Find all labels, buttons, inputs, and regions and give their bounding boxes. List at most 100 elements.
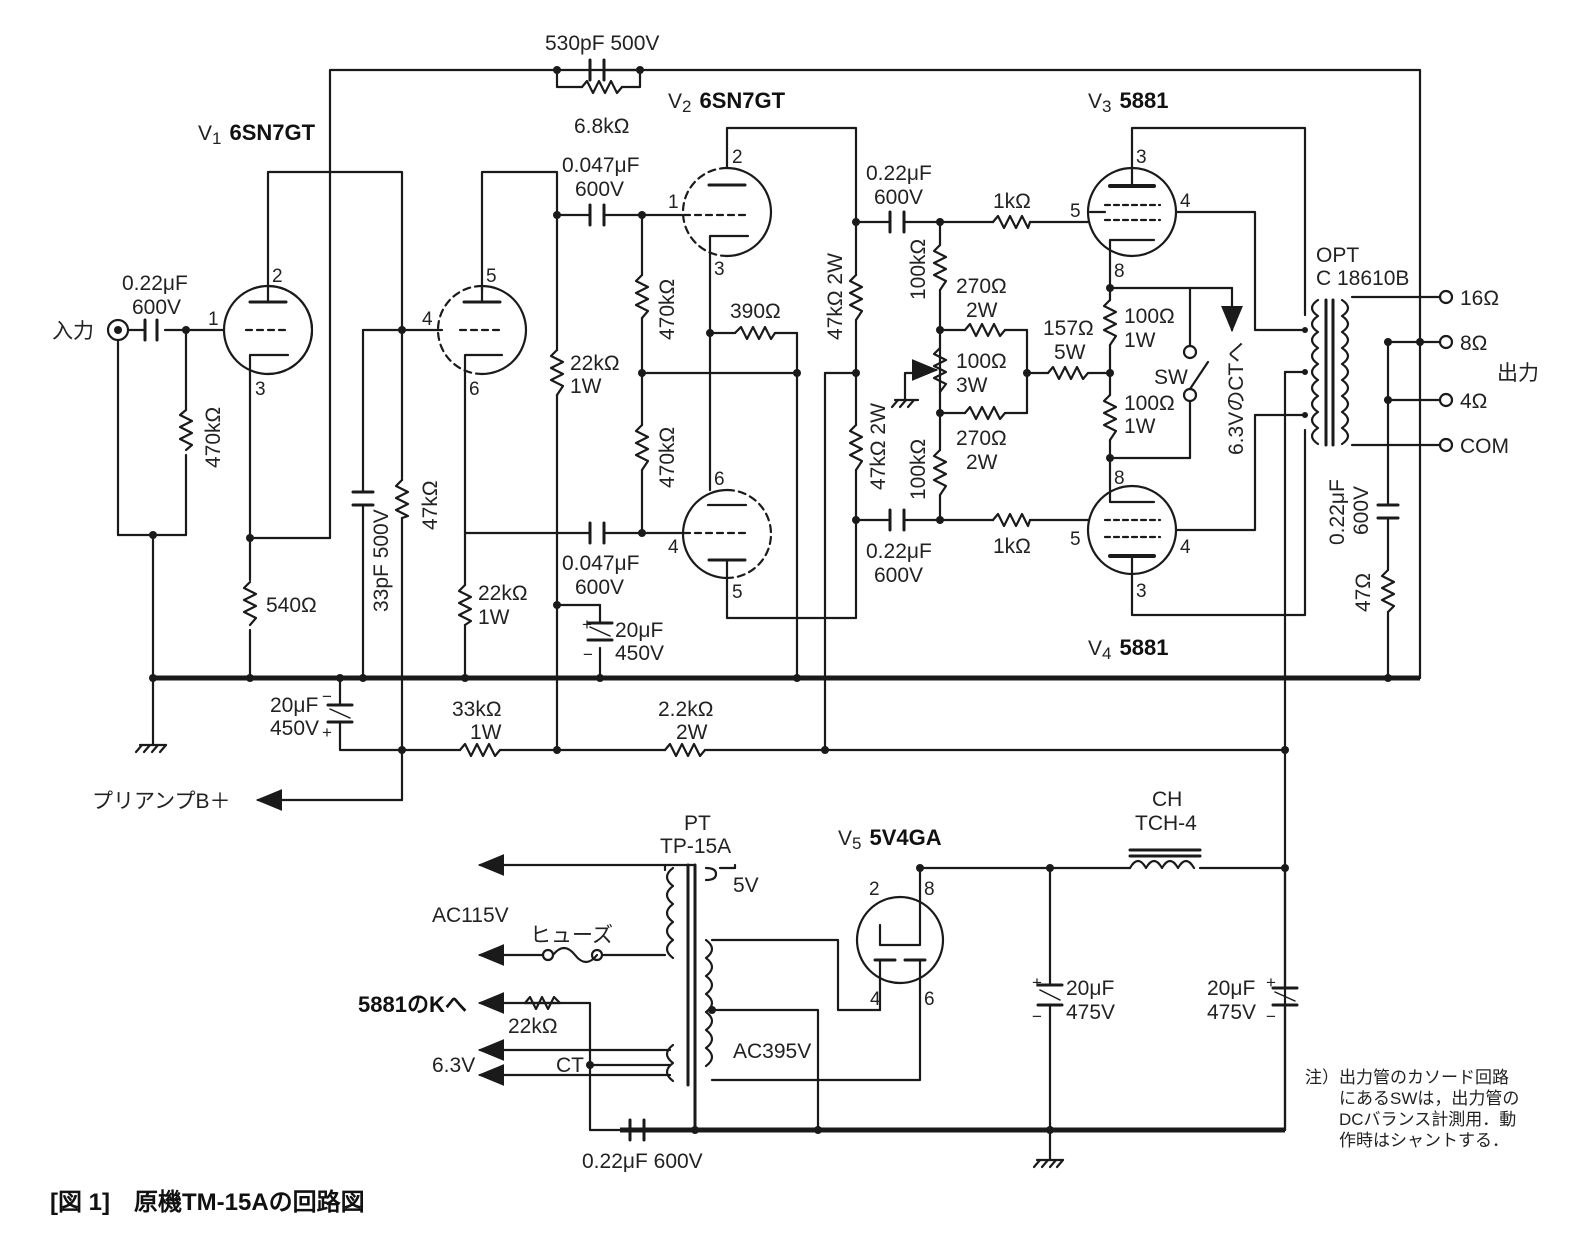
svg-text:47kΩ: 47kΩ <box>419 480 442 530</box>
svg-text:OPT: OPT <box>1316 244 1359 267</box>
svg-text:1kΩ: 1kΩ <box>993 535 1031 558</box>
svg-text:1kΩ: 1kΩ <box>993 190 1031 213</box>
svg-text:+: + <box>322 723 332 742</box>
svg-text:TCH-4: TCH-4 <box>1135 812 1197 835</box>
component-labels: 入力 出力 530pF 500V 6.8kΩ 0.22μF 600V 470kΩ… <box>52 32 1539 1173</box>
svg-text:0.22μF: 0.22μF <box>1326 479 1349 545</box>
svg-text:470kΩ: 470kΩ <box>656 427 679 488</box>
svg-text:ヒューズ: ヒューズ <box>530 924 613 947</box>
svg-text:1W: 1W <box>470 721 502 744</box>
svg-text:4: 4 <box>668 537 679 558</box>
svg-text:540Ω: 540Ω <box>266 594 317 617</box>
svg-text:DCバランス計測用．動: DCバランス計測用．動 <box>1339 1110 1516 1129</box>
switch <box>1182 344 1210 403</box>
svg-text:6: 6 <box>469 379 480 400</box>
v1-tube <box>222 284 314 376</box>
svg-text:5: 5 <box>1070 201 1081 222</box>
svg-text:5: 5 <box>732 582 743 603</box>
svg-text:6.3VのCTへ: 6.3VのCTへ <box>1225 342 1248 455</box>
svg-text:475V: 475V <box>1207 1001 1256 1024</box>
svg-text:5V: 5V <box>733 874 759 897</box>
svg-text:6.8kΩ: 6.8kΩ <box>574 115 629 138</box>
svg-text:270Ω: 270Ω <box>956 427 1007 450</box>
svg-text:CH: CH <box>1152 788 1182 811</box>
svg-text:3: 3 <box>714 259 725 280</box>
svg-text:5: 5 <box>486 266 497 287</box>
svg-text:600V: 600V <box>575 178 624 201</box>
svg-text:4: 4 <box>1180 537 1191 558</box>
svg-text:3W: 3W <box>956 374 988 397</box>
v3-name: 5881 <box>1119 88 1168 113</box>
svg-text:100kΩ: 100kΩ <box>907 239 930 300</box>
input-jack <box>106 318 130 342</box>
svg-text:157Ω: 157Ω <box>1043 317 1094 340</box>
svg-text:16Ω: 16Ω <box>1460 287 1499 310</box>
svg-text:470kΩ: 470kΩ <box>656 279 679 340</box>
svg-text:47kΩ 2W: 47kΩ 2W <box>867 403 890 490</box>
note: 注）出力管のカソード回路 にあるSWは，出力管の DCバランス計測用．動 作時は… <box>1305 1068 1519 1150</box>
svg-text:2: 2 <box>272 266 283 287</box>
svg-text:100Ω: 100Ω <box>1124 305 1175 328</box>
svg-text:100kΩ: 100kΩ <box>907 439 930 500</box>
resistors <box>178 79 1396 1011</box>
svg-text:450V: 450V <box>615 642 664 665</box>
svg-text:600V: 600V <box>1350 486 1373 535</box>
svg-text:2W: 2W <box>966 451 998 474</box>
svg-text:8: 8 <box>924 879 935 900</box>
pin-numbers: 2 1 3 5 4 6 2 1 3 6 4 5 3 5 4 8 8 5 4 3 … <box>208 147 1191 1010</box>
svg-text:0.22μF 600V: 0.22μF 600V <box>582 1150 703 1173</box>
svg-text:8: 8 <box>1114 468 1125 489</box>
svg-text:600V: 600V <box>575 576 624 599</box>
svg-text:530pF 500V: 530pF 500V <box>545 32 659 55</box>
v1-name: 6SN7GT <box>229 120 315 145</box>
input-label: 入力 <box>52 320 94 343</box>
svg-text:4: 4 <box>1180 191 1191 212</box>
svg-text:−: − <box>1266 1007 1276 1026</box>
v5-name: 5V4GA <box>869 825 941 850</box>
svg-text:4: 4 <box>422 309 433 330</box>
ground-symbols <box>134 398 1065 1169</box>
svg-text:1W: 1W <box>570 375 602 398</box>
svg-text:PT: PT <box>684 812 711 835</box>
svg-text:3: 3 <box>1136 147 1147 168</box>
svg-text:8Ω: 8Ω <box>1460 332 1487 355</box>
svg-text:5: 5 <box>1070 529 1081 550</box>
svg-text:4Ω: 4Ω <box>1460 390 1487 413</box>
svg-text:33pF 500V: 33pF 500V <box>370 509 393 612</box>
svg-text:0.22μF: 0.22μF <box>866 540 932 563</box>
svg-text:にあるSWは，出力管の: にあるSWは，出力管の <box>1339 1089 1519 1108</box>
svg-text:+: + <box>1032 973 1042 992</box>
v2-name: 6SN7GT <box>699 88 785 113</box>
svg-text:TP-15A: TP-15A <box>660 835 731 858</box>
svg-text:作時はシャントする．: 作時はシャントする． <box>1339 1131 1509 1150</box>
choke <box>1128 848 1202 870</box>
svg-text:8: 8 <box>1114 261 1125 282</box>
svg-text:AC395V: AC395V <box>733 1040 811 1063</box>
svg-text:450V: 450V <box>270 717 319 740</box>
polarity-marks: +− −+ +− +− <box>322 615 1276 1026</box>
svg-text:4: 4 <box>870 989 881 1010</box>
svg-text:390Ω: 390Ω <box>730 300 781 323</box>
v1b-tube <box>436 284 528 376</box>
svg-text:+: + <box>582 615 592 634</box>
svg-text:600V: 600V <box>874 564 923 587</box>
junctions <box>149 66 1424 1134</box>
svg-text:1W: 1W <box>478 606 510 629</box>
cap-hatch <box>329 626 1296 1002</box>
svg-text:2: 2 <box>732 147 743 168</box>
v4-name: 5881 <box>1119 635 1168 660</box>
v2b-tube <box>681 488 773 580</box>
svg-text:6: 6 <box>924 989 935 1010</box>
svg-text:22kΩ: 22kΩ <box>570 352 620 375</box>
svg-text:6.3V: 6.3V <box>432 1054 475 1077</box>
svg-text:2W: 2W <box>676 721 708 744</box>
output-label: 出力 <box>1497 362 1539 385</box>
svg-text:0.047μF: 0.047μF <box>562 552 639 575</box>
svg-text:C 18610B: C 18610B <box>1316 267 1409 290</box>
svg-text:20μF: 20μF <box>1207 977 1255 1000</box>
svg-text:1W: 1W <box>1124 329 1156 352</box>
svg-text:22kΩ: 22kΩ <box>508 1015 558 1038</box>
